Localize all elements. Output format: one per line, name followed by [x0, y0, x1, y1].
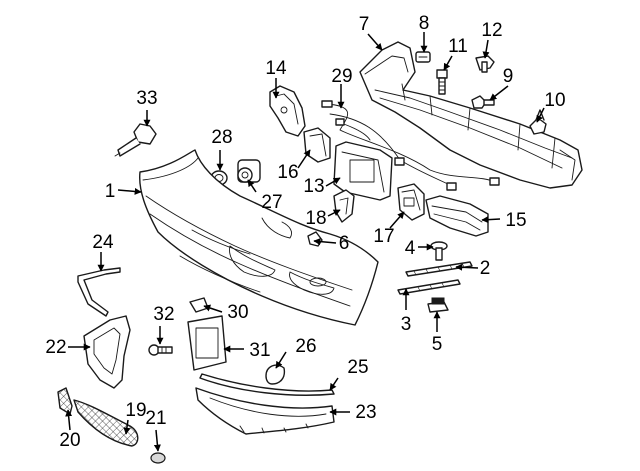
callout-24: 24 [92, 232, 114, 253]
leader-20 [65, 409, 73, 431]
callout-25: 25 [347, 357, 368, 378]
leader-30 [203, 304, 223, 313]
trim-molding-part-24 [77, 267, 121, 317]
screw-part-32 [148, 344, 173, 356]
push-rivet-part-4 [430, 241, 448, 261]
stud-mount-part-5 [427, 297, 449, 313]
sensor-part-27 [237, 159, 261, 183]
leader-25 [329, 377, 339, 391]
wiring-harness [321, 100, 500, 191]
callout-22: 22 [45, 337, 66, 358]
callout-4: 4 [405, 238, 416, 259]
reinforcement-bar [359, 41, 583, 189]
callout-18: 18 [305, 208, 326, 229]
callout-6: 6 [339, 233, 350, 254]
clip-part-21 [150, 452, 166, 464]
callout-14: 14 [265, 58, 287, 79]
lower-strip-part-25 [199, 373, 335, 396]
bracket-bolt-part-12 [475, 55, 495, 73]
small-bracket-part-18 [333, 189, 355, 223]
callout-9: 9 [503, 66, 514, 87]
callout-15: 15 [505, 210, 526, 231]
callout-7: 7 [359, 14, 370, 35]
callout-2: 2 [480, 258, 491, 279]
callout-8: 8 [419, 13, 430, 34]
callout-26: 26 [295, 336, 316, 357]
callout-27: 27 [261, 192, 282, 213]
leader-lines [65, 32, 545, 452]
callout-31: 31 [249, 340, 270, 361]
clip-part-30 [189, 297, 209, 313]
fog-lamp-bezel-part-22 [83, 315, 131, 389]
leader-11 [443, 55, 453, 71]
callout-32: 32 [153, 304, 174, 325]
clip-part-8 [415, 51, 431, 63]
mounting-bracket-part-15 [425, 195, 489, 237]
callout-labels: 1 2 3 4 5 6 7 8 9 10 11 12 13 14 15 16 1… [45, 13, 565, 451]
callout-30: 30 [227, 302, 248, 323]
callout-28: 28 [211, 127, 232, 148]
callout-12: 12 [481, 20, 502, 41]
push-pin-part-10 [529, 109, 547, 135]
leader-26 [275, 351, 287, 369]
callout-33: 33 [136, 88, 157, 109]
lower-strip-part-3 [397, 279, 461, 295]
callout-20: 20 [59, 430, 80, 451]
callout-19: 19 [125, 400, 146, 421]
sensor-bracket-part-16 [303, 127, 331, 163]
leader-2 [455, 263, 479, 271]
callout-17: 17 [373, 226, 394, 247]
callout-10: 10 [544, 90, 565, 111]
callout-21: 21 [145, 408, 166, 429]
sensor-housing-part-17 [397, 183, 425, 221]
callout-3: 3 [401, 314, 412, 335]
leader-21 [153, 429, 161, 452]
callout-11: 11 [448, 36, 468, 57]
leader-9 [489, 85, 509, 101]
washer-nozzle-part-33 [114, 123, 157, 157]
leader-10 [536, 107, 545, 123]
lower-spoiler-part-23 [195, 387, 335, 435]
callout-1: 1 [105, 181, 116, 202]
screw-part-9 [471, 95, 495, 109]
leader-12 [482, 39, 490, 59]
tow-hook-cover-part-26 [265, 364, 286, 385]
leader-17 [389, 211, 405, 229]
callout-5: 5 [432, 334, 443, 355]
bracket-plate-part-13 [333, 141, 393, 201]
callout-13: 13 [303, 176, 324, 197]
leader-7 [367, 33, 383, 51]
callout-16: 16 [277, 162, 298, 183]
leader-18 [327, 209, 341, 217]
leader-19 [123, 419, 131, 435]
upper-strip-part-2 [405, 261, 473, 277]
side-grille-part-20 [57, 387, 73, 415]
center-grille-part-19 [73, 399, 139, 447]
leader-16 [297, 149, 311, 169]
callout-23: 23 [355, 402, 376, 423]
leader-6 [313, 238, 337, 246]
leader-27 [247, 179, 257, 193]
leader-15 [481, 216, 501, 224]
bolt-part-11 [436, 69, 448, 95]
bumper-cover [138, 149, 379, 326]
license-bracket-part-31 [187, 315, 227, 371]
leader-13 [325, 177, 341, 187]
leader-1 [117, 187, 142, 195]
callout-29: 29 [331, 66, 352, 87]
